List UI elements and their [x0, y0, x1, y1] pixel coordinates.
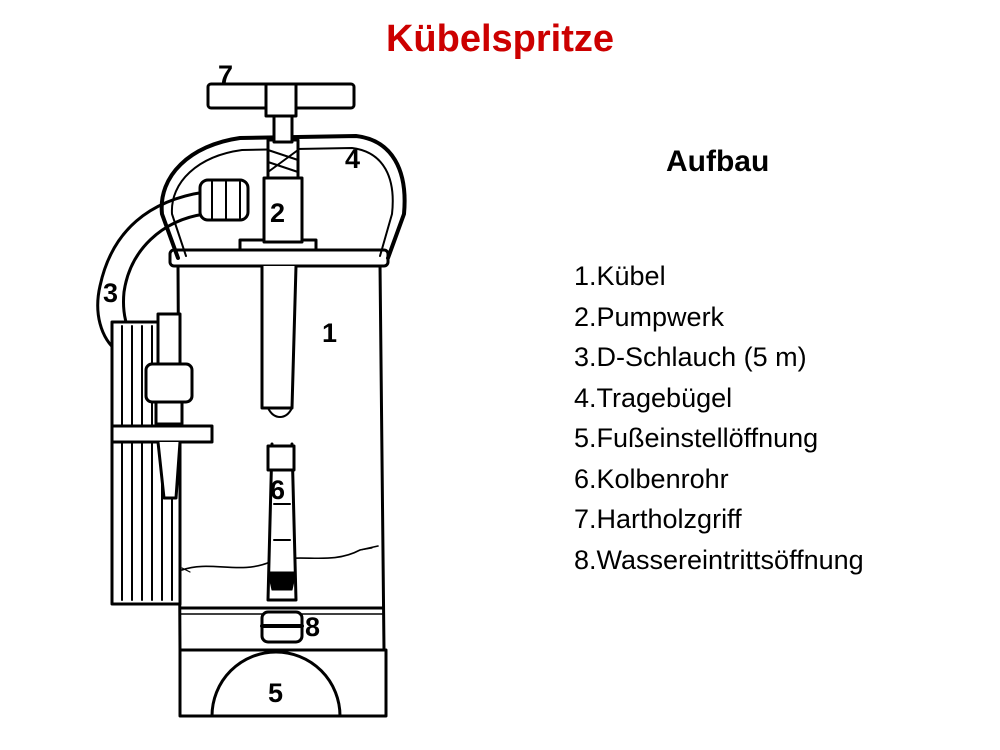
pump-unit [206, 82, 356, 252]
callout-7: 7 [218, 60, 233, 90]
parts-legend: 1.Kübel 2.Pumpwerk 3.D-Schlauch (5 m) 4.… [574, 256, 864, 580]
callout-1: 1 [322, 318, 337, 348]
callout-8: 8 [305, 612, 320, 642]
piston-tube [260, 264, 298, 602]
callout-5: 5 [268, 678, 283, 708]
legend-item-fusseinstelloeffnung: 5.Fußeinstellöffnung [574, 423, 819, 453]
callout-3: 3 [103, 278, 118, 308]
callout-2: 2 [270, 198, 285, 228]
callout-4: 4 [345, 144, 360, 174]
legend-item-kolbenrohr: 6.Kolbenrohr [574, 463, 729, 494]
carrying-handle [159, 134, 407, 260]
legend-item-kuebel: 1.Kübel [574, 261, 666, 291]
callout-6: 6 [270, 475, 285, 505]
legend-item-schlauch: 3.D-Schlauch (5 m) [574, 342, 807, 372]
hose-bundle [110, 312, 214, 606]
inlet-valve [260, 610, 304, 644]
legend-item-tragebuegel: 4.Tragebügel [574, 382, 733, 413]
foot-plate [178, 648, 388, 718]
page-title: Kübelspritze [385, 18, 615, 60]
legend-item-pumpwerk: 2.Pumpwerk [574, 301, 725, 332]
section-heading: Aufbau [666, 145, 770, 178]
legend-item-wassereintrittsoeffnung: 8.Wassereintrittsöffnung [574, 544, 864, 575]
legend-item-hartholzgriff: 7.Hartholzgriff [574, 504, 742, 534]
